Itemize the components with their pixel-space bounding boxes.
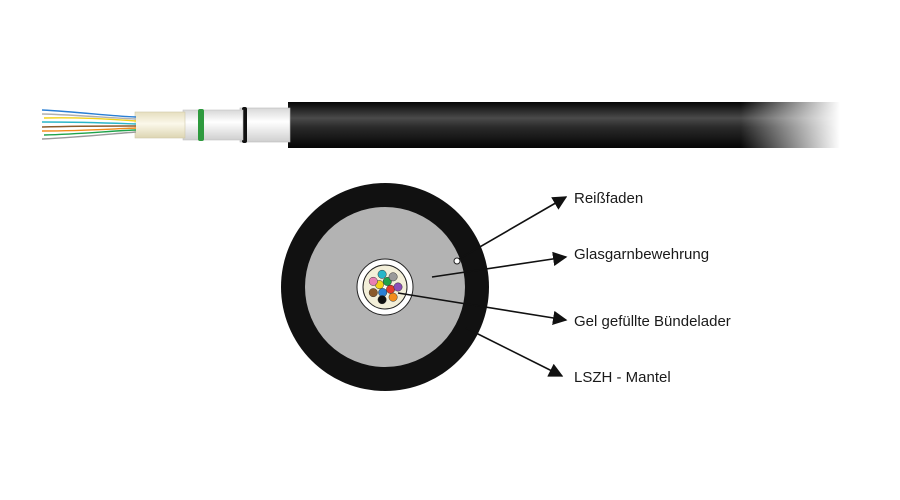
arrow-jacket [465, 327, 564, 377]
label-tube: Gel gefüllte Bündelader [574, 313, 731, 330]
side-fibers [41, 109, 137, 140]
fiber [393, 282, 403, 292]
cable-cross-section [281, 183, 489, 391]
label-ripcord: Reißfaden [574, 190, 643, 207]
side-gel-buffer [134, 111, 186, 139]
cross-ripcord [453, 257, 461, 265]
label-jacket: LSZH - Mantel [574, 369, 671, 386]
fiber [377, 295, 387, 305]
arrow-armour [431, 251, 568, 278]
arrow-ripcord [458, 196, 568, 260]
cable-side-view [41, 102, 840, 148]
callouts [397, 196, 568, 377]
fiber [386, 284, 395, 294]
side-armour-sheath [239, 107, 291, 143]
fiber [382, 277, 392, 286]
fiber [368, 288, 378, 298]
side-green-ring [198, 109, 204, 141]
fiber [388, 292, 398, 302]
side-tube [182, 109, 244, 141]
label-armour: Glasgarnbewehrung [574, 246, 709, 263]
fiber [377, 269, 387, 279]
cross-fibers [368, 269, 403, 305]
fiber [368, 276, 378, 286]
fiber [388, 272, 398, 282]
arrow-tube [397, 292, 568, 326]
